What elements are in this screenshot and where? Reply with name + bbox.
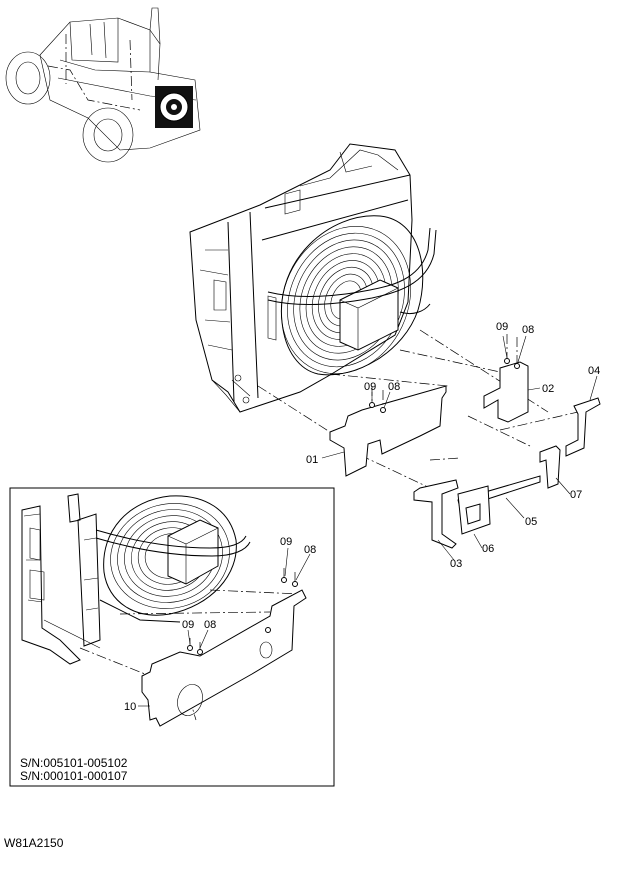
callout-08-upper: 08	[522, 324, 534, 336]
callout-05: 05	[525, 516, 537, 528]
radiator-fan-assembly	[189, 143, 437, 413]
part-10-cover-plate	[141, 589, 307, 727]
serial-inset-frame	[9, 487, 335, 787]
part-01-cover-plate	[329, 385, 447, 477]
main-leader-lines	[257, 329, 579, 489]
part-04-seal	[565, 397, 601, 457]
callout-07: 07	[570, 489, 582, 501]
inset-callout-leaders	[138, 547, 311, 707]
callout-02: 02	[542, 383, 554, 395]
main-fasteners	[369, 358, 520, 413]
inset-callout-09-lower: 09	[182, 619, 194, 631]
main-callout-leaders	[321, 335, 598, 561]
part-03-seal	[413, 479, 459, 549]
inset-callout-09-upper: 09	[280, 536, 292, 548]
callout-04: 04	[588, 365, 600, 377]
callout-01: 01	[306, 454, 318, 466]
inset-callout-10: 10	[124, 701, 136, 713]
diagram-id: W81A2150	[4, 836, 64, 850]
inset-radiator-assembly	[21, 493, 251, 665]
part-10-hole-small	[259, 641, 273, 659]
inset-serial-range-1: S/N:005101-005102	[20, 756, 128, 770]
machine-locator-illustration	[5, 7, 201, 163]
part-07-seal	[539, 445, 561, 489]
inset-fasteners	[187, 577, 298, 655]
callout-09-upper: 09	[496, 321, 508, 333]
part-10-hole-large	[177, 684, 203, 716]
callout-03: 03	[450, 558, 462, 570]
inset-callout-08-lower: 08	[204, 619, 216, 631]
callout-09-lower: 09	[364, 381, 376, 393]
part-02-bracket	[483, 361, 529, 423]
callout-08-lower: 08	[388, 381, 400, 393]
inset-callout-08-upper: 08	[304, 544, 316, 556]
inset-serial-range-2: S/N:000101-000107	[20, 769, 128, 783]
callout-06: 06	[482, 543, 494, 555]
